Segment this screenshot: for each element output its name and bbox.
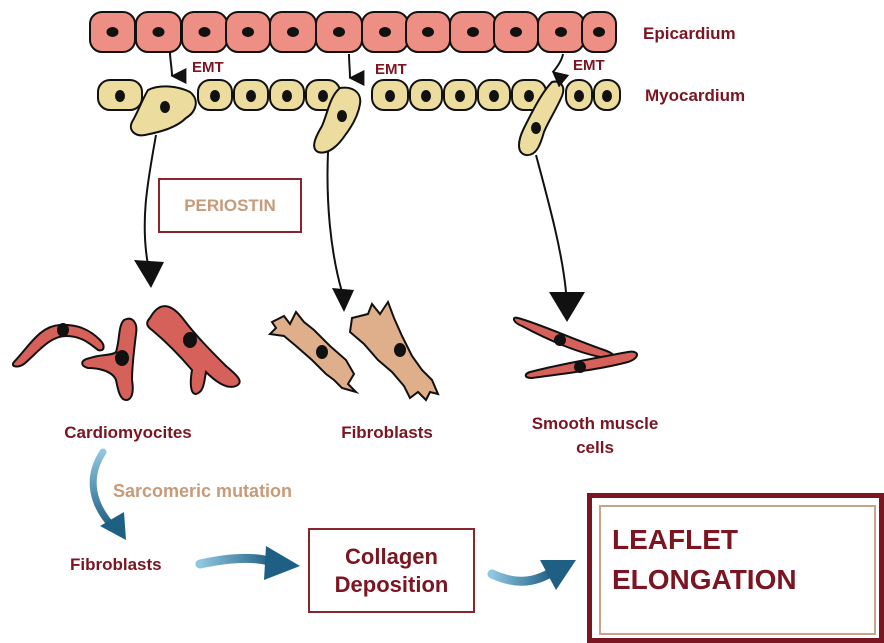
myocardium-cell: [444, 80, 476, 110]
emt-arrow-2: [349, 54, 350, 78]
epicardium-cell: [494, 12, 538, 52]
epicardium-cell: [270, 12, 316, 52]
epicardium-cell: [362, 12, 408, 52]
epicardium-nucleus: [467, 27, 479, 37]
cardiomyocyte-cells: [13, 306, 240, 400]
arrowhead-fibroblasts: [332, 288, 354, 312]
collagen-label-line1: Collagen: [335, 543, 449, 571]
epicardium-cell: [582, 12, 616, 52]
arrow-to-leaflet: [492, 572, 552, 581]
myocardium-nucleus: [489, 90, 499, 102]
leaflet-label-line2: ELONGATION: [612, 560, 872, 600]
arrowhead-cardiomyocytes: [134, 260, 164, 288]
smooth-muscle-nucleus-1: [555, 335, 565, 345]
cardiomyocyte-3: [147, 306, 239, 394]
emt-arrow-3: [553, 54, 563, 72]
fibroblast-nucleus-2: [395, 344, 405, 356]
pathway-fibroblasts-label: Fibroblasts: [70, 555, 162, 575]
curved-arrow-to-fibroblasts: [93, 452, 114, 528]
epicardium-nucleus: [379, 27, 391, 37]
myocardium-nucleus: [602, 90, 612, 102]
epicardium-nucleus: [107, 27, 119, 37]
epicardium-nucleus: [153, 27, 165, 37]
epicardium-cell: [182, 12, 227, 52]
arrow-to-collagen-head: [264, 546, 300, 580]
smooth-muscle-label-line1: Smooth muscle: [505, 412, 685, 436]
epicardium-cell: [406, 12, 450, 52]
myocardium-nucleus: [421, 90, 431, 102]
myocardium-cell: [270, 80, 304, 110]
arrowhead-smooth-muscle: [549, 292, 585, 322]
arrow-to-cardiomyocytes: [145, 135, 156, 265]
epicardium-nucleus: [333, 27, 345, 37]
leaflet-elongation-label: LEAFLET ELONGATION: [612, 520, 872, 600]
emt-arrows: [170, 52, 563, 78]
myocardium-nucleus: [385, 90, 395, 102]
epicardium-cell: [316, 12, 362, 52]
smooth-muscle-nucleus-2: [575, 362, 585, 372]
myocardium-cell: [594, 80, 620, 110]
myocardium-cell: [234, 80, 268, 110]
epicardium-label: Epicardium: [643, 24, 736, 44]
cardiomyocites-label: Cardiomyocites: [38, 421, 218, 445]
epicardium-cell: [90, 12, 135, 52]
collagen-label: Collagen Deposition: [308, 528, 475, 613]
emt-label-3: EMT: [573, 57, 605, 74]
epicardium-cell: [226, 12, 270, 52]
myocardium-cell: [98, 80, 142, 110]
collagen-label-line2: Deposition: [335, 571, 449, 599]
myocardium-layer: [98, 80, 620, 155]
emt-label-2: EMT: [375, 61, 407, 78]
myocardium-nucleus: [524, 90, 534, 102]
myocardium-cell: [478, 80, 510, 110]
arrow-to-collagen: [200, 558, 272, 564]
fibroblast-2: [350, 302, 438, 400]
migrating-cell-2-nucleus: [337, 110, 347, 122]
leaflet-label-line1: LEAFLET: [612, 520, 872, 560]
epicardium-nucleus: [199, 27, 211, 37]
myocardium-cell: [372, 80, 408, 110]
myocardium-label: Myocardium: [645, 86, 745, 106]
smooth-muscle-label-line2: cells: [505, 436, 685, 460]
cardiomyocyte-nucleus-2: [116, 351, 128, 365]
myocardium-nucleus: [574, 90, 584, 102]
epicardium-nucleus: [287, 27, 299, 37]
epicardium-cell: [538, 12, 584, 52]
epicardium-nucleus: [242, 27, 254, 37]
fibroblast-1: [270, 312, 356, 392]
myocardium-nucleus: [455, 90, 465, 102]
myocardium-nucleus: [210, 90, 220, 102]
myocardium-nucleus: [115, 90, 125, 102]
arrow-to-fibroblasts: [328, 152, 342, 292]
cardiomyocyte-nucleus-3: [184, 333, 196, 347]
myocardium-nucleus: [246, 90, 256, 102]
sarcomeric-mutation-label: Sarcomeric mutation: [113, 481, 292, 502]
myocardium-cell: [566, 80, 592, 110]
epicardium-cell: [450, 12, 496, 52]
migrating-cell-3-nucleus: [531, 122, 541, 134]
epicardium-nucleus: [593, 27, 605, 37]
epicardium-layer: [90, 12, 616, 52]
fibroblast-cells: [270, 302, 438, 400]
migrating-cell-1-nucleus: [160, 101, 170, 113]
epicardium-nucleus: [555, 27, 567, 37]
smooth-muscle-cells: [514, 318, 637, 378]
myocardium-cell: [198, 80, 232, 110]
epicardium-nucleus: [510, 27, 522, 37]
myocardium-cell: [410, 80, 442, 110]
emt-label-1: EMT: [192, 59, 224, 76]
cardiomyocyte-nucleus-1: [58, 324, 68, 336]
fibroblast-nucleus-1: [317, 346, 327, 358]
periostin-label: PERIOSTIN: [158, 178, 302, 233]
epicardium-cell: [136, 12, 181, 52]
arrow-to-smooth-muscle: [536, 155, 566, 292]
smooth-muscle-label: Smooth muscle cells: [505, 412, 685, 460]
emt-arrow-1: [170, 52, 172, 76]
myocardium-nucleus: [282, 90, 292, 102]
epicardium-nucleus: [422, 27, 434, 37]
myocardium-nucleus: [318, 90, 328, 102]
fibroblasts-label: Fibroblasts: [320, 421, 454, 445]
